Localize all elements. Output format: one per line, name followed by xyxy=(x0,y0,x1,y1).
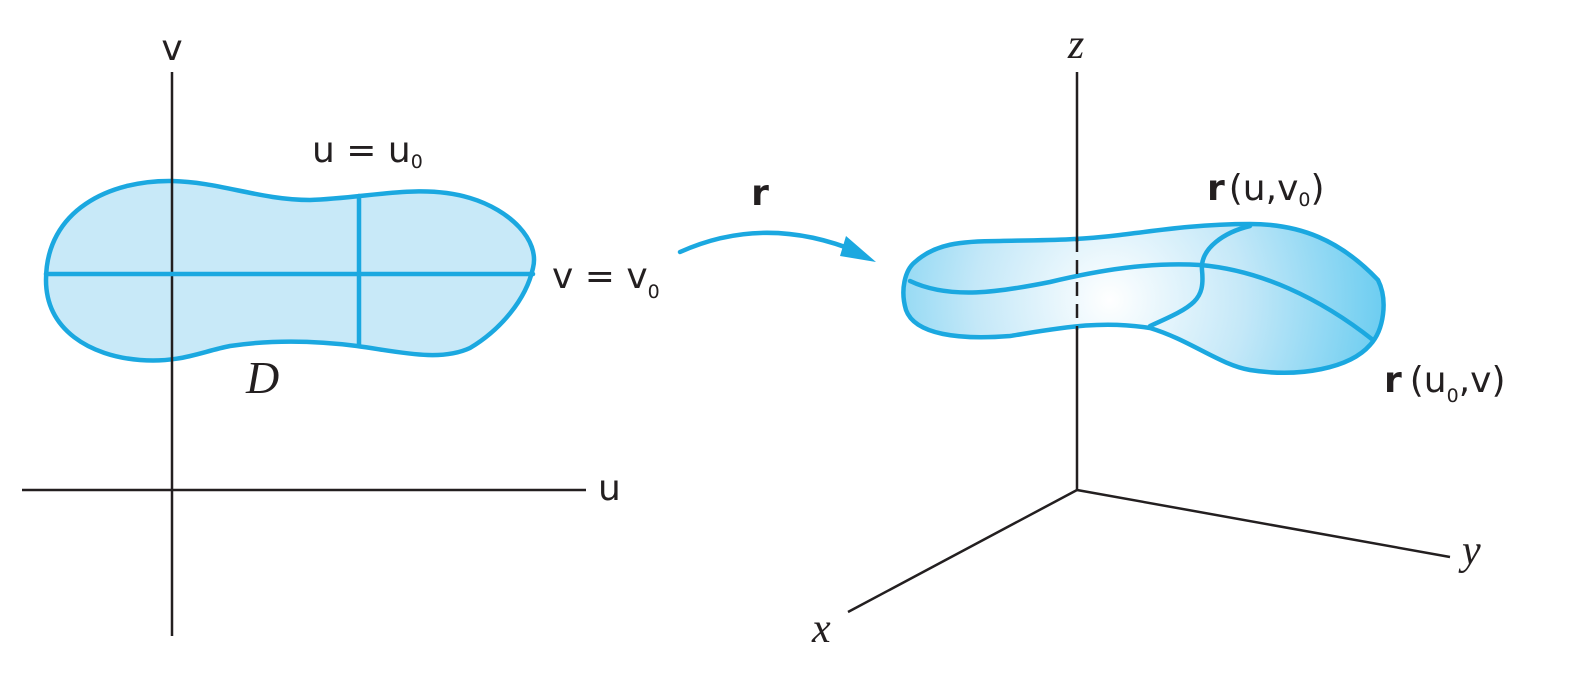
region-d-label: D xyxy=(245,352,279,403)
x-axis-label: x xyxy=(811,606,831,652)
mapping-r: r xyxy=(677,173,876,262)
x-axis xyxy=(847,488,1078,614)
v-equals-v0-label: v = v0 xyxy=(552,256,660,303)
uv-plane: v u D u = u0 v = v0 xyxy=(22,28,660,636)
u-axis-label: u xyxy=(598,468,621,509)
region-d xyxy=(43,178,537,363)
mapping-arrowhead xyxy=(840,236,876,262)
u-equals-u0-label: u = u0 xyxy=(312,130,423,173)
mapping-arrow xyxy=(677,230,861,255)
z-axis-label: z xyxy=(1067,22,1084,68)
mapping-label: r xyxy=(751,173,769,214)
y-axis-label: y xyxy=(1458,528,1481,574)
r-u0-v-label: r(u0,v) xyxy=(1384,360,1506,407)
r-u-v0-label: r(u,v0) xyxy=(1207,168,1325,211)
v-axis-label: v xyxy=(161,28,182,69)
y-axis xyxy=(1076,488,1451,559)
xyz-space: z y x r(u,v0) r(u0,v) xyxy=(811,22,1506,652)
curve-r-u-v0 xyxy=(907,262,1376,343)
parametric-surface xyxy=(901,221,1386,375)
curve-r-u0-v xyxy=(1147,223,1253,329)
